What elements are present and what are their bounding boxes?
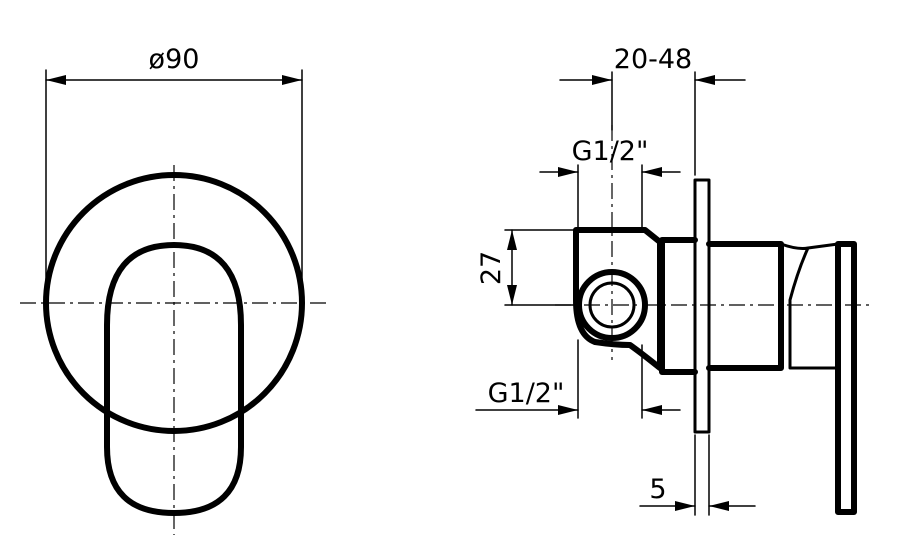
depth-arrow-left — [592, 75, 612, 85]
lever-handle — [104, 242, 244, 516]
side-view: 20-48 G1/2" 27 G1/2" 5 — [475, 44, 870, 516]
wall-plate — [693, 178, 711, 434]
cartridge-neck — [706, 241, 784, 371]
plate-arrow-left — [675, 501, 695, 511]
depth-label: 20-48 — [614, 44, 692, 75]
lever-blade — [835, 241, 857, 515]
inlet-bottom-arrow-right — [642, 405, 662, 415]
inlet-bottom-arrow-left — [558, 405, 578, 415]
inlet-top-arrow-left — [558, 167, 578, 177]
inlet-top-label: G1/2" — [572, 136, 649, 167]
depth-arrow-right — [695, 75, 715, 85]
mixer-body — [659, 237, 698, 375]
inlet-bottom-label: G1/2" — [488, 378, 565, 409]
height-label: 27 — [476, 251, 507, 285]
lever-connector — [779, 242, 840, 370]
front-view: ø90 — [20, 44, 328, 535]
diameter-arrow-right — [282, 75, 302, 85]
height-arrow-bottom — [507, 285, 517, 305]
inlet-housing — [573, 227, 663, 371]
plate-label: 5 — [649, 474, 666, 505]
height-arrow-top — [507, 230, 517, 250]
inlet-top-arrow-right — [642, 167, 662, 177]
diameter-label: ø90 — [149, 44, 200, 75]
plate-arrow-right — [709, 501, 729, 511]
diameter-arrow-left — [46, 75, 66, 85]
